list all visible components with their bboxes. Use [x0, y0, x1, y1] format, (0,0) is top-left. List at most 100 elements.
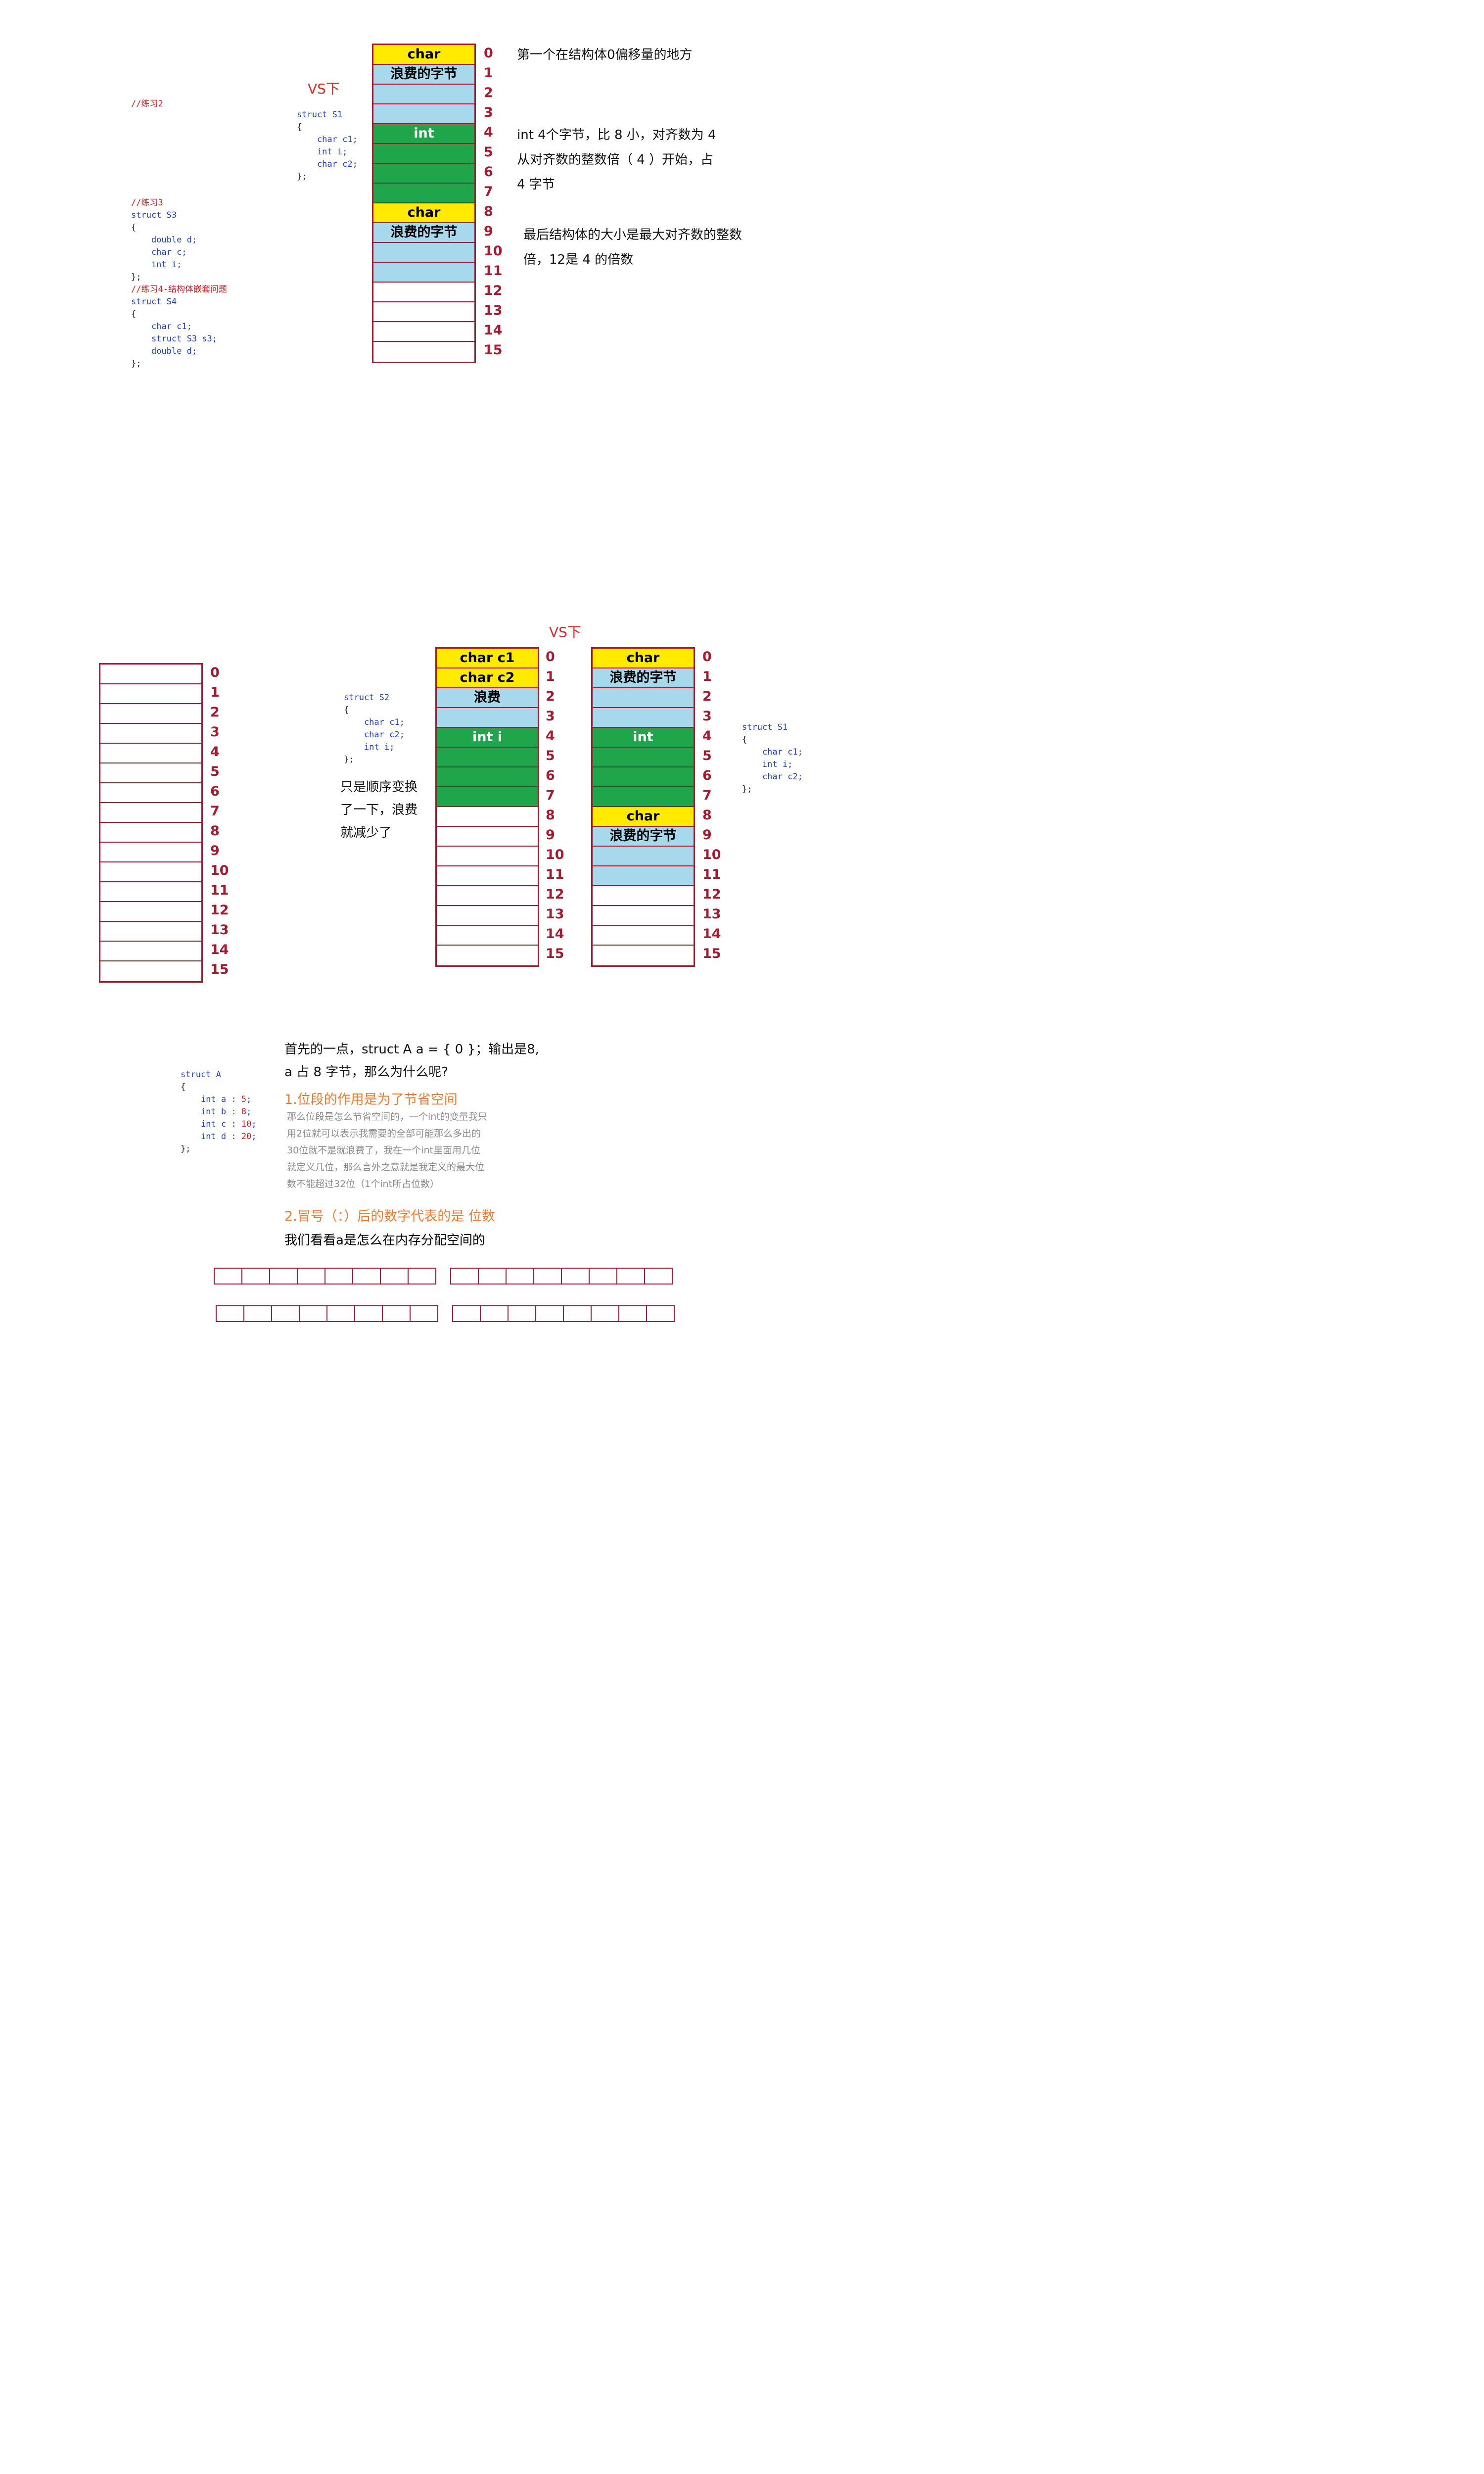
text-line — [131, 123, 227, 135]
offset-index: 12 — [702, 887, 721, 902]
text-line: }; — [131, 272, 141, 282]
offset-index: 12 — [210, 903, 229, 918]
memory-cell-waste — [373, 243, 474, 263]
text-line — [131, 135, 227, 147]
text-line: //练习3 — [131, 198, 163, 208]
bit-row-1-left — [214, 1268, 436, 1285]
memory-cell-int — [593, 787, 694, 807]
offset-index: 3 — [546, 709, 555, 724]
text-line — [131, 160, 227, 172]
offset-index: 6 — [702, 768, 712, 783]
text-line: a 占 8 字节，那么为什么呢? — [284, 1065, 449, 1080]
offset-index: 0 — [702, 649, 712, 665]
memory-cell-empty — [373, 302, 474, 322]
memory-cell-waste: 浪费的字节 — [593, 668, 694, 688]
bit-cell — [325, 1268, 353, 1285]
text-line: 就定义几位，那么言外之意就是我定义的最大位 — [287, 1162, 485, 1173]
memory-cell-waste: 浪费的字节 — [373, 223, 474, 243]
bit-cell — [589, 1268, 617, 1285]
bit-cell — [506, 1268, 534, 1285]
memory-cell-waste: 浪费的字节 — [593, 827, 694, 847]
bit-cell — [480, 1305, 509, 1322]
text-line: { — [344, 705, 349, 715]
bit-row-2-right — [452, 1305, 675, 1322]
text-line: struct S2 — [344, 693, 390, 703]
offset-index: 7 — [484, 184, 493, 199]
memory-cell-waste: 浪费 — [437, 688, 538, 708]
memory-cell-waste — [593, 688, 694, 708]
text-line: }; — [297, 172, 307, 182]
code-struct-s2: struct S2{ char c1; char c2; int i;}; — [344, 692, 405, 766]
bit-cell — [299, 1305, 327, 1322]
memory-cell-waste — [373, 104, 474, 124]
offset-index: 14 — [702, 926, 721, 942]
offset-index: 1 — [210, 685, 220, 700]
memory-cell-waste — [373, 263, 474, 283]
bit-cell — [618, 1305, 647, 1322]
memory-cell-int: int — [593, 728, 694, 748]
text-line: 了一下，浪费 — [340, 803, 418, 817]
offset-index: 9 — [210, 843, 220, 858]
offset-index: 10 — [484, 243, 503, 259]
memory-cell-empty — [100, 961, 201, 981]
memory-cell-int — [373, 164, 474, 184]
text-line: { — [131, 309, 137, 319]
offset-index: 10 — [546, 847, 564, 862]
memory-cell-empty — [437, 866, 538, 886]
code-struct-s1-compare: struct S1{ char c1; int i; char c2;}; — [742, 721, 803, 796]
bit-row-1-right — [450, 1268, 673, 1285]
bit-cell — [591, 1305, 619, 1322]
text-line: { — [131, 223, 137, 233]
offset-index: 9 — [546, 827, 555, 843]
bit-cell — [243, 1305, 272, 1322]
text-line: { — [181, 1082, 186, 1092]
text-line: 倍，12是 4 的倍数 — [523, 252, 634, 267]
text-line: int 4个字节，比 8 小，对齐数为 4 — [517, 128, 716, 143]
memory-cell-empty — [100, 942, 201, 961]
offset-index: 3 — [702, 709, 712, 724]
memory-cell-empty — [373, 283, 474, 302]
offset-index: 4 — [702, 728, 712, 744]
memory-layout-empty — [99, 663, 203, 983]
offset-index: 10 — [210, 863, 229, 878]
offset-index: 6 — [484, 164, 493, 180]
offset-index: 1 — [546, 669, 555, 684]
memory-cell-empty — [100, 684, 201, 704]
memory-cell-int — [437, 787, 538, 807]
memory-cell-waste — [593, 847, 694, 866]
text-line: int i; — [297, 147, 348, 157]
text-line: char c2; — [742, 772, 803, 782]
memory-cell-char: char c1 — [437, 649, 538, 668]
text-line: struct S1 — [297, 110, 343, 120]
memory-cell-empty — [100, 724, 201, 744]
text-line: 那么位段是怎么节省空间的，一个int的变量我只 — [287, 1111, 487, 1122]
offset-index: 15 — [702, 946, 721, 961]
point1-title: 1.位段的作用是为了节省空间 — [284, 1092, 458, 1107]
text-line: int i; — [344, 742, 395, 752]
memory-cell-empty — [100, 763, 201, 783]
text-line — [131, 172, 227, 185]
bit-cell — [450, 1268, 479, 1285]
offset-index: 7 — [210, 804, 220, 819]
note-offset-zero: 第一个在结构体0偏移量的地方 — [517, 48, 693, 62]
bit-cell — [644, 1268, 673, 1285]
offset-index: 11 — [702, 867, 721, 882]
offset-index: 13 — [546, 906, 564, 922]
text-line: //练习2 — [131, 99, 163, 109]
text-line: char c1; — [344, 717, 405, 727]
bit-row-2-left — [216, 1305, 438, 1322]
bitfield-intro: 首先的一点，struct A a = { 0 }；输出是8,a 占 8 字节，那… — [284, 1038, 539, 1084]
bit-cell — [382, 1305, 411, 1322]
memory-cell-empty — [437, 926, 538, 946]
text-line: char c2; — [344, 730, 405, 740]
memory-cell-int — [593, 748, 694, 767]
memory-cell-char: char — [593, 649, 694, 668]
offset-index: 5 — [702, 748, 712, 763]
text-line: double d; — [131, 346, 197, 356]
memory-cell-waste — [593, 866, 694, 886]
offset-index: 11 — [210, 883, 229, 898]
text-line: 30位就不是就浪费了，我在一个int里面用几位 — [287, 1145, 480, 1156]
